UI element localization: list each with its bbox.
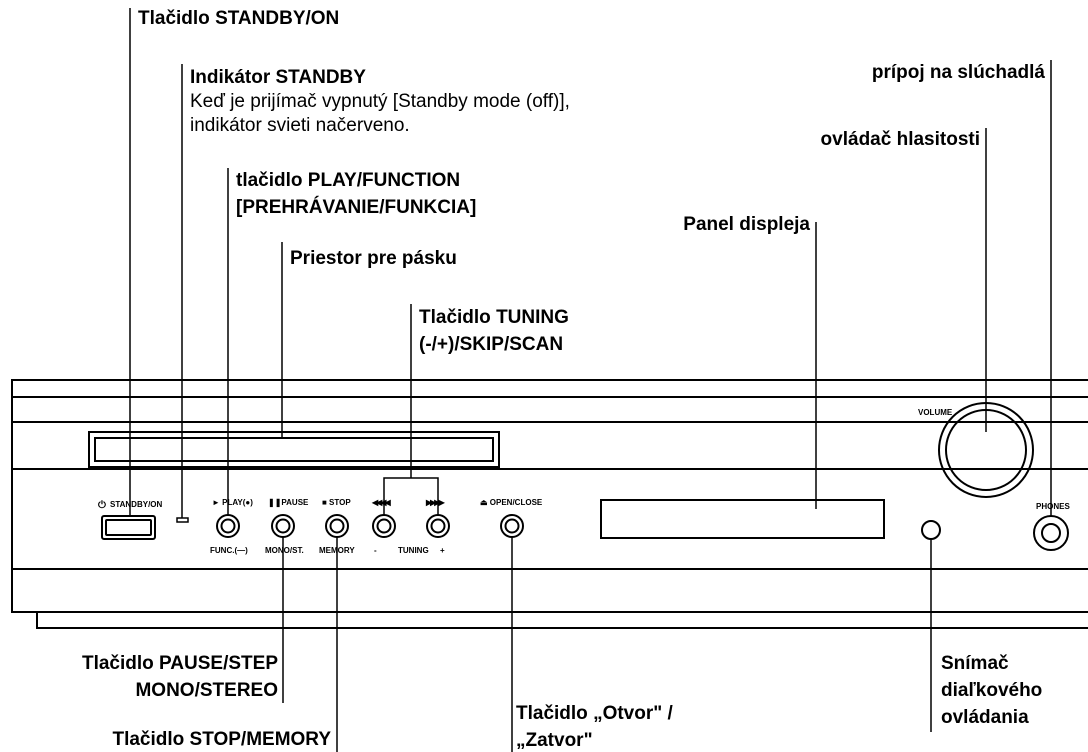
- panel-next-label: ▶▶▶▶: [425, 498, 445, 507]
- tuning-next-button: [426, 514, 450, 538]
- panel-plus-label: +: [440, 546, 445, 555]
- phones-jack-outer: [1033, 515, 1069, 551]
- callout-display-panel: Panel displeja: [683, 214, 810, 235]
- callout-standby-indicator-desc1: Keď je prijímač vypnutý [Standby mode (o…: [190, 91, 570, 112]
- panel-minus-label: -: [374, 546, 377, 555]
- callout-remote-sensor-line3: ovládania: [941, 707, 1029, 728]
- pause-button-inner: [275, 518, 291, 534]
- callout-standby-on: Tlačidlo STANDBY/ON: [138, 8, 340, 29]
- panel-open-label: ⏏ OPEN/CLOSE: [480, 498, 543, 507]
- callout-tuning-line1: Tlačidlo TUNING: [419, 307, 569, 328]
- standby-button: [101, 515, 156, 540]
- play-button-inner: [220, 518, 236, 534]
- pause-button: [271, 514, 295, 538]
- panel-mono-label: MONO/ST.: [265, 546, 304, 555]
- panel-tuning-label: TUNING: [398, 546, 429, 555]
- panel-pause-label: ❚❚PAUSE: [268, 498, 309, 508]
- play-button: [216, 514, 240, 538]
- callout-remote-sensor-line2: diaľkového: [941, 680, 1043, 701]
- leader-tuning: [383, 304, 439, 515]
- callout-tuning-line2: (-/+)/SKIP/SCAN: [419, 334, 564, 355]
- stop-button: [325, 514, 349, 538]
- panel-memory-label: MEMORY: [319, 546, 355, 555]
- callout-standby-indicator-title: Indikátor STANDBY: [190, 67, 366, 88]
- tuning-prev-button-inner: [376, 518, 392, 534]
- callout-open-close-line2: „Zatvor": [516, 730, 593, 751]
- callout-stop-memory: Tlačidlo STOP/MEMORY: [112, 729, 331, 750]
- panel-standby-symbol: ⏻: [98, 499, 106, 511]
- panel-stop-label: ■ STOP: [322, 498, 351, 507]
- callout-pause-step-line1: Tlačidlo PAUSE/STEP: [81, 653, 278, 674]
- standby-indicator-led: [176, 517, 189, 523]
- device-body-outline: [11, 379, 1088, 613]
- open-close-button-inner: [504, 518, 520, 534]
- display-window: [600, 499, 885, 539]
- tuning-prev-button: [372, 514, 396, 538]
- panel-phones-label: PHONES: [1036, 502, 1070, 511]
- callout-tape-space: Priestor pre pásku: [290, 248, 457, 269]
- callout-play-function-line1: tlačidlo PLAY/FUNCTION: [236, 170, 461, 191]
- device-foot: [36, 612, 1088, 629]
- callout-pause-step-line2: MONO/STEREO: [135, 680, 278, 701]
- tuning-next-button-inner: [430, 518, 446, 534]
- panel-func-label: FUNC.(―): [210, 546, 248, 555]
- callout-remote-sensor-line1: Snímač: [941, 653, 1009, 674]
- tape-slot-outer: [88, 431, 500, 468]
- callout-volume-knob: ovládač hlasitosti: [820, 129, 980, 150]
- standby-button-inner: [105, 519, 152, 536]
- panel-prev-label: ◀◀◀◀: [371, 498, 391, 507]
- callout-headphones: prípoj na slúchadlá: [871, 62, 1045, 83]
- callout-play-function-line2: [PREHRÁVANIE/FUNKCIA]: [236, 197, 477, 218]
- panel-volume-label: VOLUME: [918, 408, 953, 417]
- open-close-button: [500, 514, 524, 538]
- remote-sensor-window: [921, 520, 941, 540]
- panel-play-label: ► PLAY(●): [212, 498, 253, 507]
- phones-jack-inner: [1041, 523, 1061, 543]
- callout-open-close-line1: Tlačidlo „Otvor" /: [516, 703, 673, 724]
- panel-standby-label: STANDBY/ON: [110, 500, 163, 509]
- stop-button-inner: [329, 518, 345, 534]
- callout-standby-indicator-desc2: indikátor svieti načerveno.: [190, 115, 410, 136]
- tape-slot-inner: [94, 437, 494, 462]
